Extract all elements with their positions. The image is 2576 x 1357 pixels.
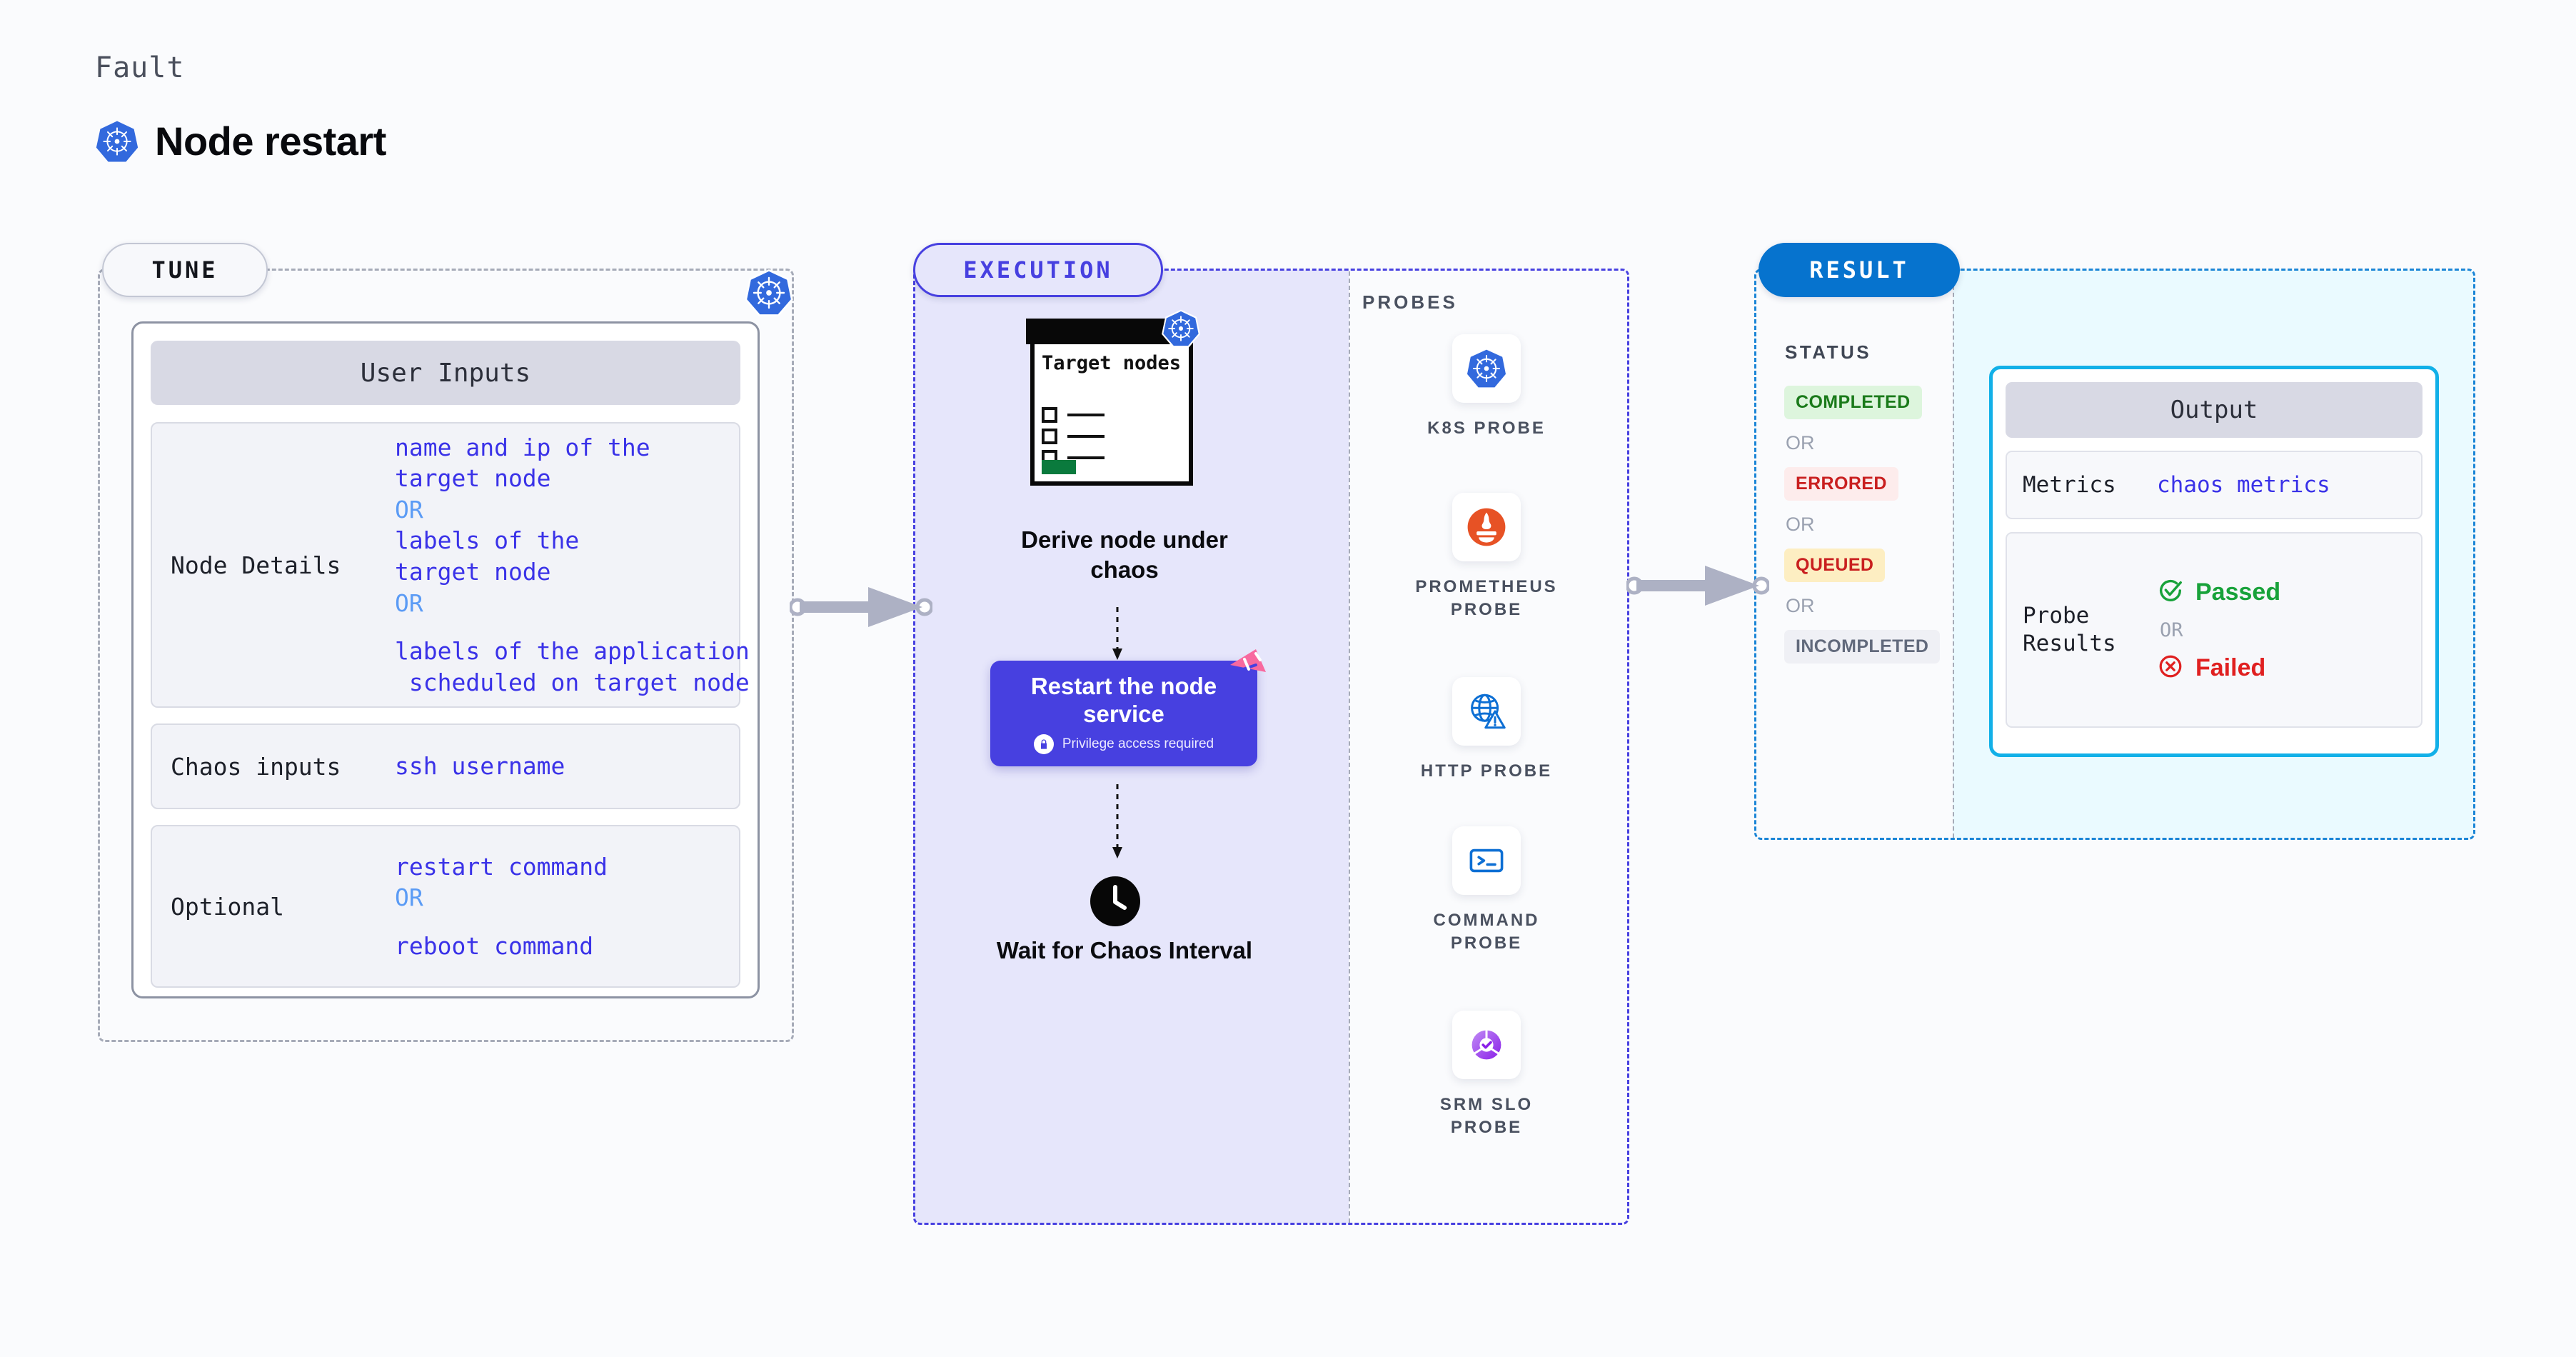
probe-label: PROMETHEUS PROBE [1415,577,1558,620]
terminal-icon [1452,826,1521,895]
tune-value: restart command [395,852,608,881]
line-placeholder [1067,456,1105,459]
privilege-note-row: Privilege access required [1033,733,1214,754]
probe-label: K8S PROBE [1427,419,1546,438]
probe-label: COMMAND PROBE [1433,911,1540,953]
document-progress-bar [1042,460,1076,474]
target-nodes-document-icon: Target nodes [1026,319,1193,486]
step-caption-wait-chaos-interval: Wait for Chaos Interval [996,937,1253,963]
globe-warning-icon [1452,677,1521,746]
output-row-label: Probe Results [2023,603,2116,656]
ribbon-icon [1227,648,1269,688]
status-list: COMPLETED OR ERRORED OR QUEUED OR INCOMP… [1784,386,1941,664]
srm-slo-donut-icon [1452,1011,1521,1079]
stage-pill-execution[interactable]: EXECUTION [913,243,1163,297]
probe-item-prometheus[interactable]: PROMETHEUS PROBE [1404,493,1569,622]
probe-passed-label: Passed [2195,578,2281,606]
stage-pill-tune[interactable]: TUNE [102,243,268,297]
tune-value: reboot command [395,931,594,960]
tune-value: labels of the target node [395,526,580,586]
arrow-execution-to-result [1625,561,1771,614]
execution-probes-divider [1349,271,1350,1223]
or-separator: OR [1786,595,1815,616]
fault-title-row: Node restart [95,118,386,164]
output-row-metrics: Metrics chaos metrics [2006,451,2422,519]
status-badge-completed: COMPLETED [1784,386,1922,419]
probe-item-srm-slo[interactable]: SRM SLO PROBE [1404,1011,1569,1140]
output-row-label: Metrics [2023,471,2116,498]
metrics-value-link[interactable]: chaos metrics [2157,472,2330,498]
status-badge-incompleted: INCOMPLETED [1784,630,1941,664]
dotted-connector-arrow [1109,784,1126,865]
privilege-note-text: Privilege access required [1062,736,1214,751]
probe-item-http[interactable]: HTTP PROBE [1404,677,1569,783]
dotted-connector-arrow [1109,607,1126,666]
tune-value: name and ip of the target node [395,433,650,493]
tune-row-label: Node Details [171,551,341,579]
line-placeholder [1067,435,1105,438]
checkbox-icon [1042,429,1057,444]
tune-row-chaos-inputs: Chaos inputs ssh username [151,723,740,809]
tune-row-label: Chaos inputs [171,752,341,781]
lock-icon [1033,733,1054,754]
or-separator: OR [1786,514,1815,535]
restart-box-title: Restart the node service [1030,673,1217,727]
x-circle-icon [2157,653,2184,683]
tune-row-optional: Optional restart command OR reboot comma… [151,825,740,988]
document-title-bar [1026,319,1189,344]
probe-label: HTTP PROBE [1420,761,1553,781]
kubernetes-icon [1161,309,1201,352]
result-stage-frame [1754,269,2475,840]
output-row-probe-results: Probe Results Passed OR [2006,532,2422,728]
page-title: Node restart [155,119,386,164]
tune-row-values: ssh username [395,751,739,782]
tune-value: ssh username [395,752,565,781]
execution-stage-frame [913,269,1629,1225]
kubernetes-icon [1452,334,1521,403]
probe-item-command[interactable]: COMMAND PROBE [1404,826,1569,956]
output-card-title: Output [2006,382,2422,438]
tune-row-values: name and ip of the target node OR labels… [395,432,760,698]
fault-eyebrow-label: Fault [95,51,185,84]
spacer [395,619,750,636]
tune-row-values: restart command OR reboot command [395,851,739,962]
probe-result-failed: Failed [2157,653,2280,683]
status-badge-errored: ERRORED [1784,467,1898,501]
probe-failed-label: Failed [2195,654,2266,681]
kubernetes-icon [95,119,139,164]
probe-result-passed: Passed [2157,577,2280,608]
checkbox-icon [1042,407,1057,423]
status-badge-queued: QUEUED [1784,549,1886,582]
document-checkbox-row [1042,407,1105,423]
spacer [395,913,729,931]
tune-row-label: Optional [171,892,284,921]
or-separator: OR [395,883,423,912]
output-card: Output Metrics chaos metrics Probe Resul… [1989,366,2439,757]
arrow-tune-to-execution [788,582,934,636]
line-placeholder [1067,414,1105,416]
user-inputs-card-title: User Inputs [151,341,740,405]
tune-value: labels of the application scheduled on t… [395,637,750,696]
tune-row-node-details: Node Details name and ip of the target n… [151,422,750,708]
document-title: Target nodes [1042,352,1182,374]
kubernetes-icon [744,268,794,321]
check-circle-icon [2157,577,2184,608]
prometheus-icon [1452,493,1521,561]
or-separator: OR [1786,432,1815,454]
probes-section-label: PROBES [1362,291,1458,313]
restart-node-service-box[interactable]: Restart the node service Privilege acces… [990,649,1266,766]
status-section-label: STATUS [1785,341,1872,363]
probe-item-k8s[interactable]: K8S PROBE [1404,334,1569,440]
result-status-divider [1953,271,1954,838]
user-inputs-card: User Inputs Node Details name and ip of … [131,321,760,998]
or-separator: OR [395,495,423,524]
document-checkbox-row [1042,429,1105,444]
probe-results-values: Passed OR Failed [2157,577,2280,683]
or-separator: OR [395,589,423,617]
stage-pill-result[interactable]: RESULT [1759,243,1960,297]
or-separator: OR [2160,619,2183,641]
clock-icon [1090,876,1140,926]
probe-label: SRM SLO PROBE [1439,1095,1534,1138]
step-caption-derive-node: Derive node under chaos [1021,526,1228,584]
